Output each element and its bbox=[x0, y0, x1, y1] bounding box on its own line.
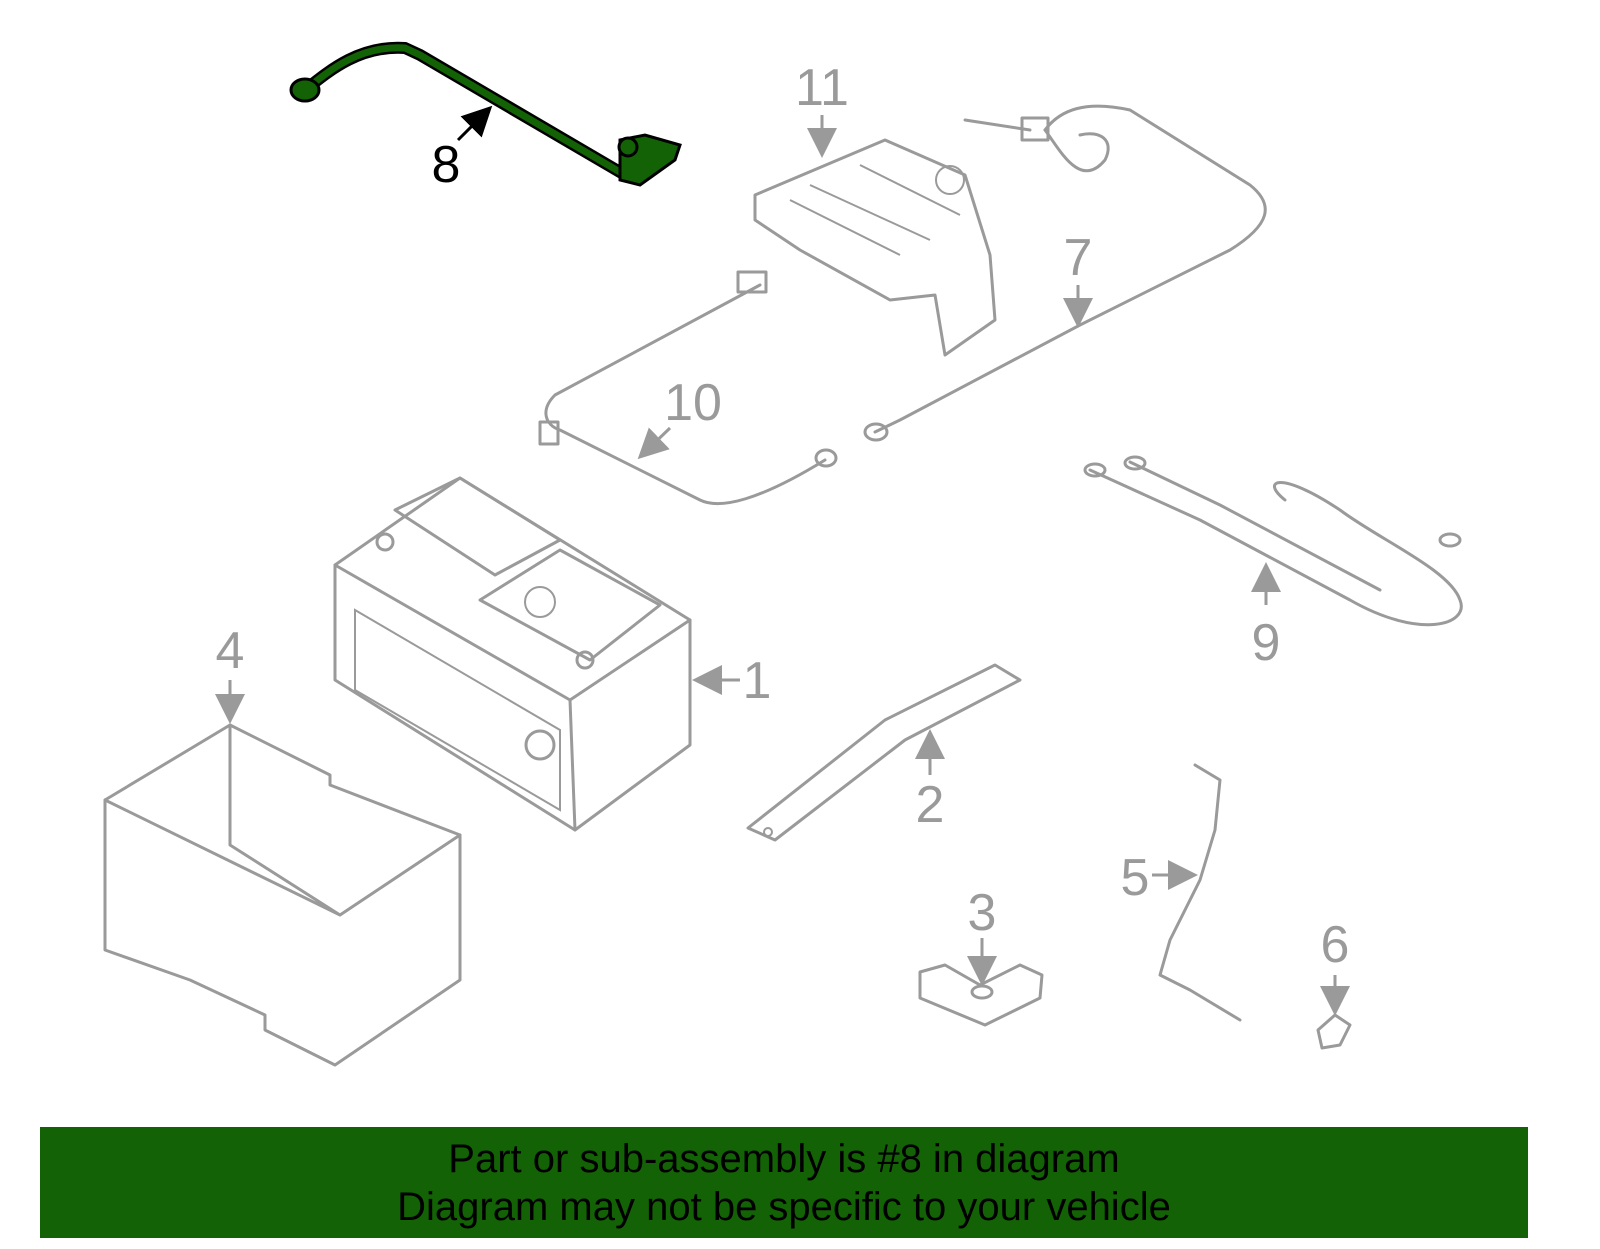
part-5-sensor-cable[interactable] bbox=[1158, 763, 1242, 1022]
banner-line-1: Part or sub-assembly is #8 in diagram bbox=[448, 1137, 1120, 1181]
part-1-battery[interactable] bbox=[333, 476, 692, 832]
callout-label-10[interactable]: 10 bbox=[664, 374, 722, 432]
callout-arrow-8 bbox=[456, 105, 493, 142]
part-9-harness[interactable] bbox=[1083, 455, 1463, 627]
callout-label-7[interactable]: 7 bbox=[1064, 229, 1093, 287]
part-2-bracket[interactable] bbox=[746, 663, 1022, 842]
callout-label-6[interactable]: 6 bbox=[1321, 916, 1350, 974]
callout-label-8[interactable]: 8 bbox=[432, 136, 461, 194]
callout-label-3[interactable]: 3 bbox=[968, 884, 997, 942]
callout-label-2[interactable]: 2 bbox=[916, 776, 945, 834]
part-10-cable[interactable] bbox=[538, 270, 838, 506]
part-3-clamp[interactable] bbox=[918, 963, 1044, 1027]
part-7-cable[interactable] bbox=[863, 104, 1267, 442]
part-11-distribution-box[interactable] bbox=[753, 138, 997, 357]
callout-label-4[interactable]: 4 bbox=[216, 622, 245, 680]
banner-line-2: Diagram may not be specific to your vehi… bbox=[397, 1185, 1171, 1229]
callout-label-11[interactable]: 11 bbox=[795, 59, 849, 117]
callout-label-5[interactable]: 5 bbox=[1121, 849, 1150, 907]
part-4-battery-tray[interactable] bbox=[103, 723, 462, 1067]
part-6-cap[interactable] bbox=[1316, 1013, 1352, 1050]
info-banner: Part or sub-assembly is #8 in diagram Di… bbox=[40, 1127, 1528, 1238]
part-8-battery-cable[interactable] bbox=[289, 41, 682, 187]
callout-label-9[interactable]: 9 bbox=[1252, 614, 1281, 672]
callout-label-1[interactable]: 1 bbox=[743, 652, 772, 710]
